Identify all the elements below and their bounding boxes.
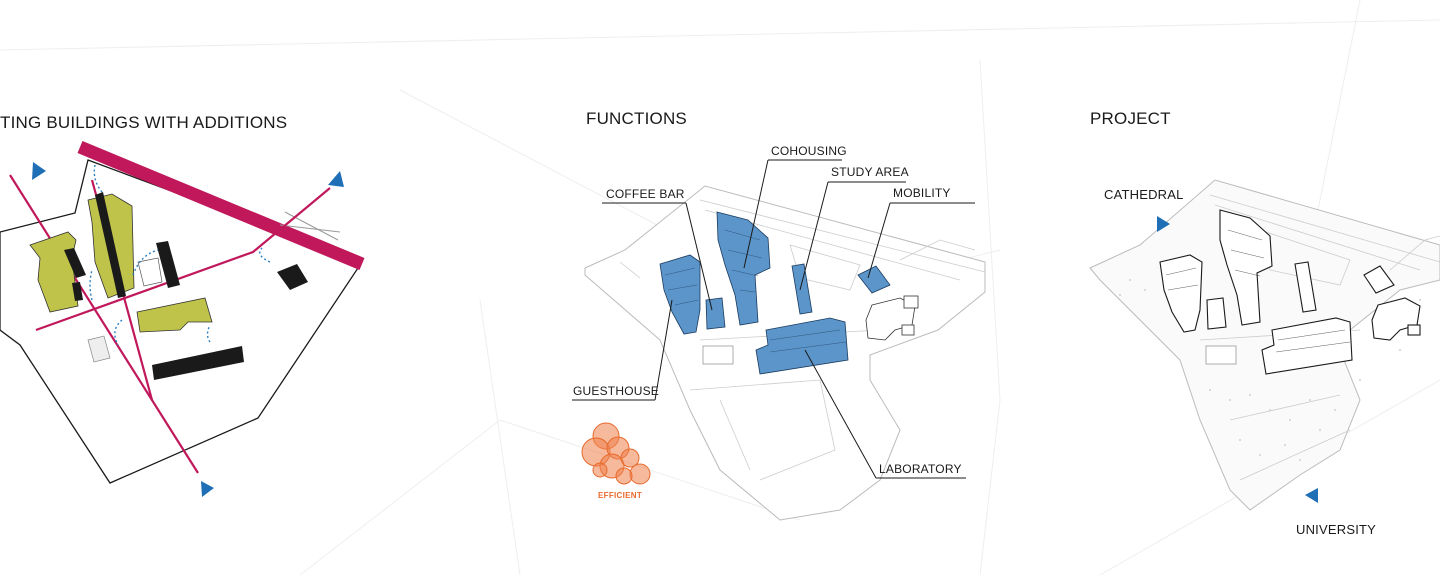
project-title: PROJECT: [1090, 109, 1171, 128]
functions-site-plan: [572, 159, 986, 521]
efficient-circles: [581, 422, 651, 485]
leader-lines: [572, 159, 975, 479]
project-arrows: [1157, 216, 1318, 503]
coffee-bar-block: [659, 254, 701, 335]
mobility-block: [857, 265, 891, 294]
label-guesthouse: GUESTHOUSE: [573, 384, 660, 398]
label-coffee-bar: COFFEE BAR: [606, 187, 685, 201]
label-university: UNIVERSITY: [1296, 522, 1377, 537]
function-buildings: [659, 211, 891, 375]
direction-arrows: [32, 162, 344, 497]
label-cohousing: COHOUSING: [771, 144, 847, 158]
label-mobility: MOBILITY: [893, 186, 951, 200]
existing-site-plan: [0, 140, 365, 497]
label-laboratory: LABORATORY: [879, 462, 962, 476]
study-area-block: [791, 263, 813, 315]
project-outline: [1089, 179, 1440, 511]
label-study-area: STUDY AREA: [831, 165, 909, 179]
vegetation-dots: [1119, 279, 1421, 461]
project-buildings: [1159, 209, 1421, 375]
existing-title: TING BUILDINGS WITH ADDITIONS: [0, 113, 288, 132]
guesthouse-block: [705, 297, 726, 330]
label-cathedral: CATHEDRAL: [1104, 187, 1184, 202]
cohousing-block: [716, 211, 771, 326]
project-site-plan: [1089, 179, 1440, 511]
new-buildings: [64, 192, 308, 380]
functions-title: FUNCTIONS: [586, 109, 687, 128]
flow-arrows: [89, 164, 271, 346]
label-efficient: EFFICIENT: [598, 491, 643, 500]
main-road: [77, 140, 365, 271]
